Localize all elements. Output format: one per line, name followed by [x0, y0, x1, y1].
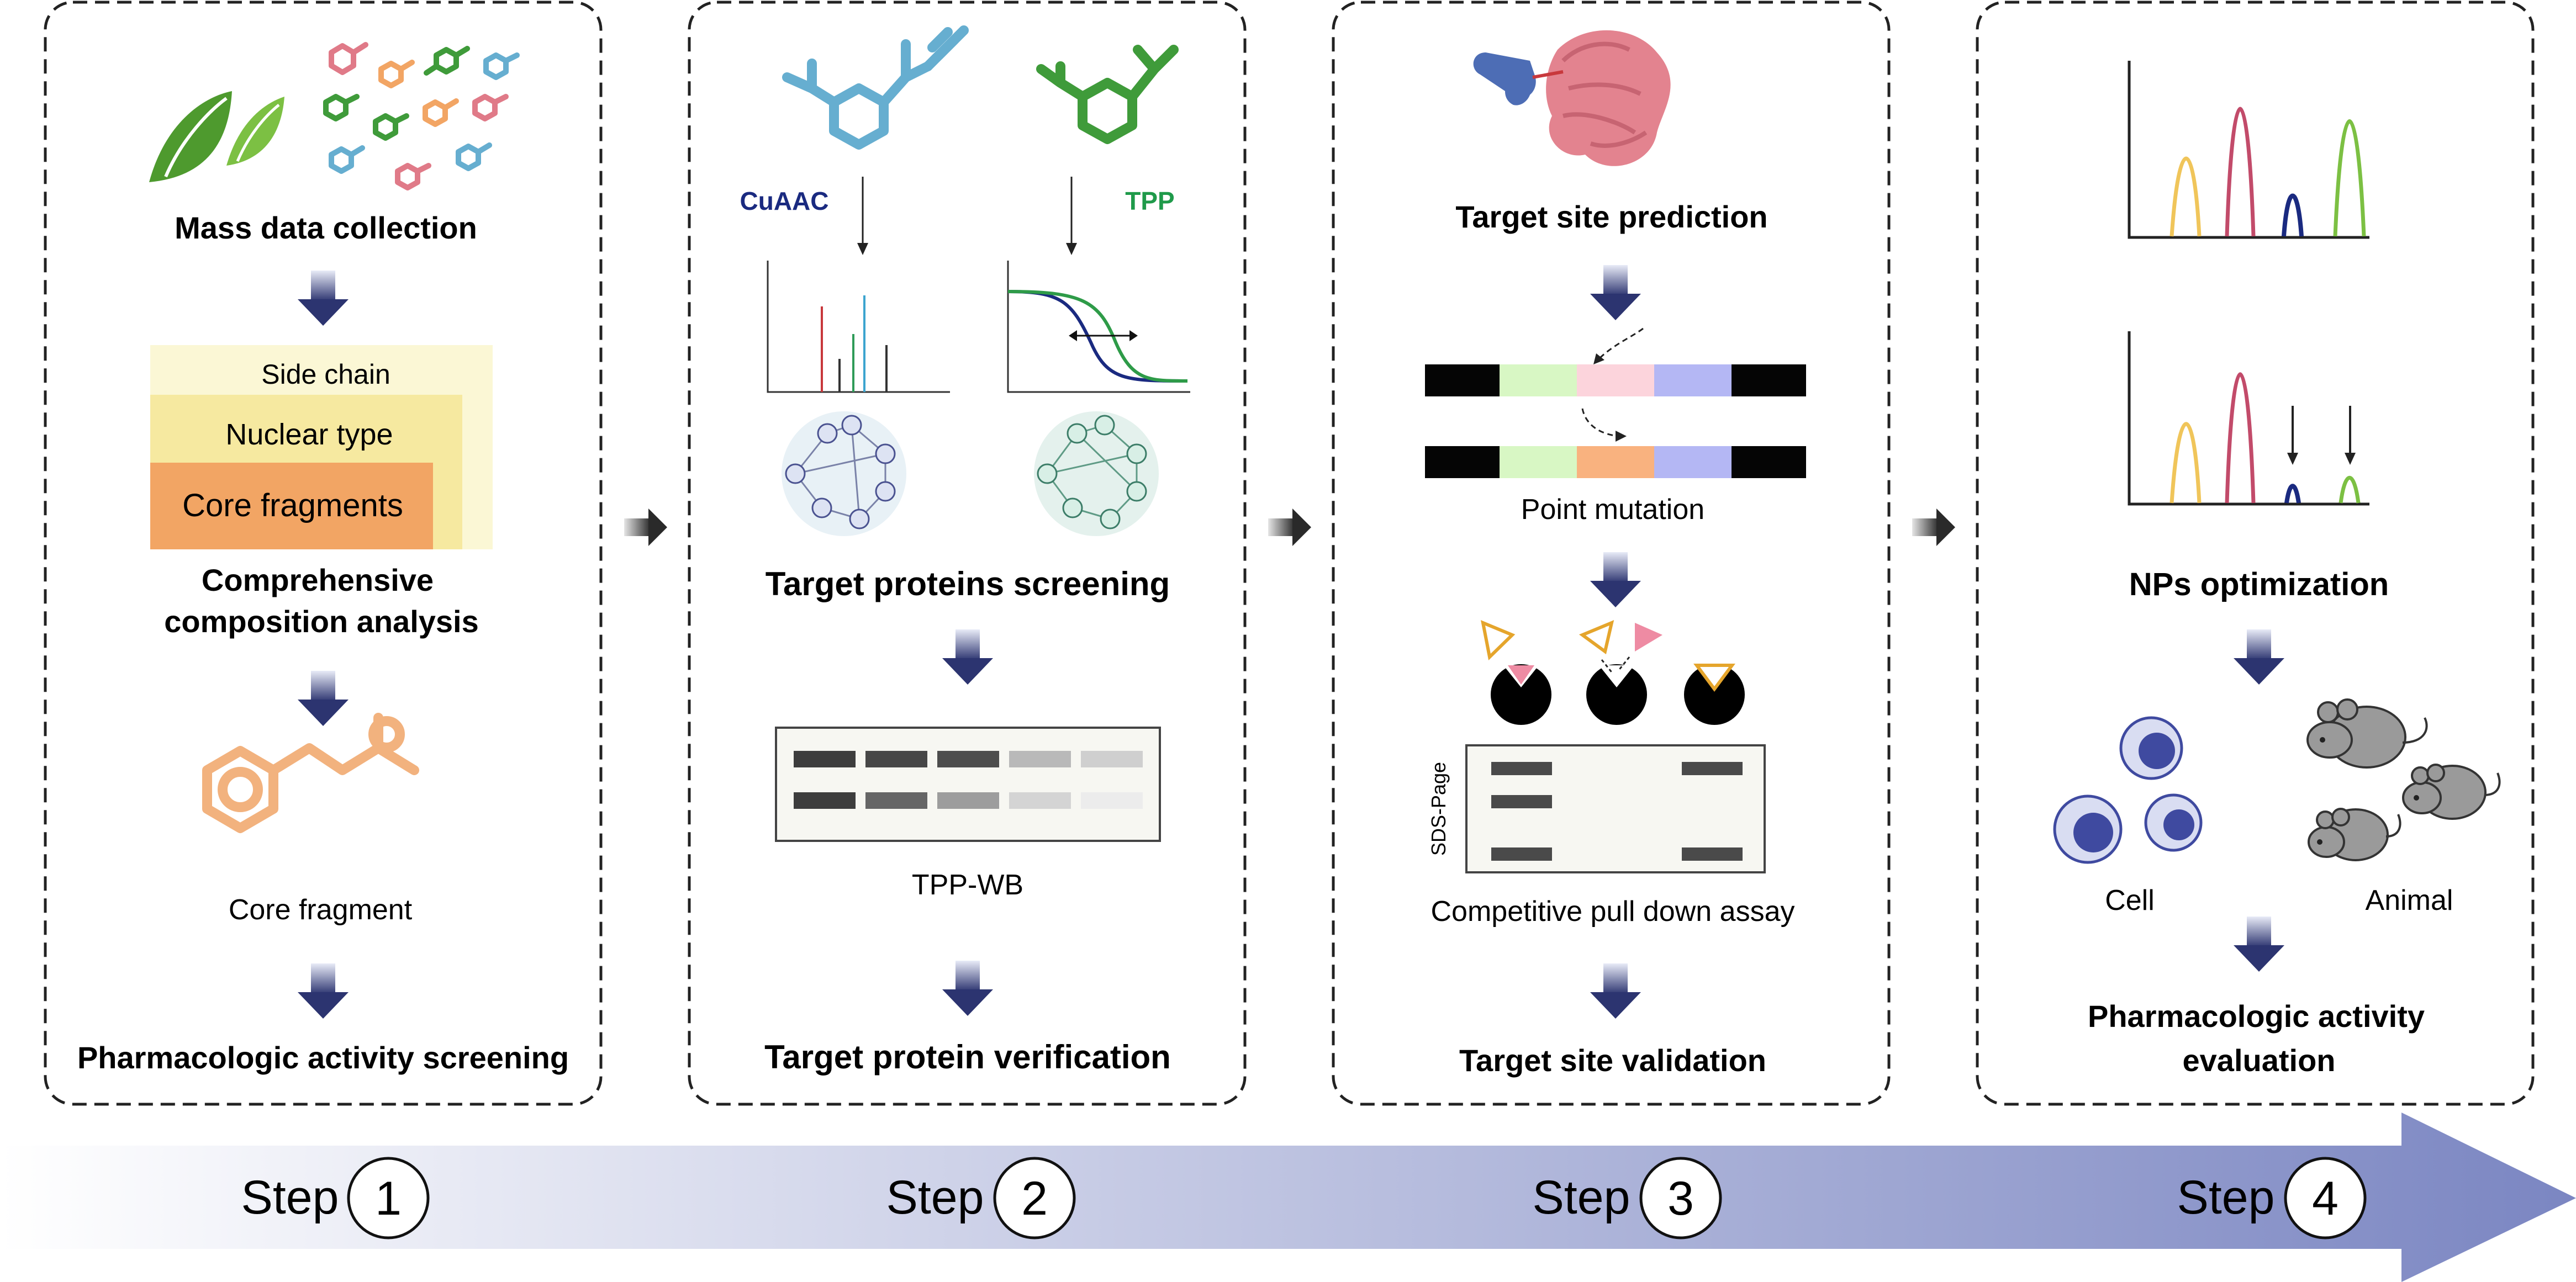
- step-3-number-circle: [1639, 1157, 1722, 1239]
- composition-layers: Side chain Nuclear type Core fragments: [150, 345, 493, 549]
- pull-down-assay-label: Competitive pull down assay: [1431, 896, 1795, 928]
- panel-connector-arrow: [1268, 508, 1311, 546]
- panel-frames: [44, 1, 2535, 1106]
- protein-network-blue: [782, 411, 906, 536]
- mutation-arrow-bottom: [1581, 408, 1619, 437]
- comprehensive-title-line2: composition analysis: [164, 604, 479, 639]
- nuclear-type-label: Nuclear type: [225, 418, 393, 451]
- target-proteins-screening-title: Target proteins screening: [766, 565, 1170, 602]
- sequence-bar-wildtype: [1425, 364, 1806, 396]
- target-site-prediction-title: Target site prediction: [1455, 199, 1767, 234]
- panel-3-frame: [1332, 1, 1891, 1106]
- animal-label: Animal: [2366, 884, 2453, 917]
- step-4-number-circle: [2284, 1157, 2367, 1239]
- down-arrow: [2234, 629, 2284, 685]
- tpp-arrow-head: [1066, 243, 1077, 255]
- comprehensive-title-line1: Comprehensive: [202, 563, 434, 597]
- nps-optimization-title: NPs optimization: [2129, 566, 2389, 602]
- step-1: Step 1: [241, 1157, 430, 1239]
- sequence-bar-mutant: [1425, 446, 1806, 478]
- down-arrow: [1590, 265, 1641, 320]
- down-arrow: [1590, 552, 1641, 607]
- side-chain-label: Side chain: [261, 359, 390, 390]
- panel-4: NPs optimization: [2053, 61, 2501, 1078]
- point-mutation-label: Point mutation: [1521, 494, 1704, 526]
- panel-2: CuAAC TPP: [740, 25, 1190, 1076]
- step-4: Step 4: [2177, 1157, 2367, 1239]
- panel-1-frame: [44, 1, 603, 1106]
- step-1-word: Step: [241, 1171, 339, 1224]
- step-1-number-circle: [347, 1157, 430, 1239]
- chromatogram-after: [2128, 331, 2369, 506]
- target-protein-verification-title: Target protein verification: [764, 1039, 1171, 1076]
- panel-connector-arrow: [624, 508, 667, 546]
- step-2: Step 2: [886, 1157, 1076, 1239]
- panel-3: Target site prediction Point mutation: [1425, 30, 1806, 1078]
- western-blot: [775, 727, 1161, 842]
- animal-mouse-icons: [2306, 698, 2501, 861]
- cuaac-arrow-head: [857, 243, 868, 255]
- leaf-icon: [149, 91, 284, 182]
- chromatogram-before: [2128, 61, 2369, 239]
- protein-network-green: [1034, 411, 1159, 536]
- step-band-arrow: [0, 1113, 2576, 1282]
- sds-page-label: SDS-Page: [1427, 762, 1450, 856]
- molecules-icon: [323, 42, 520, 190]
- down-arrow: [2234, 917, 2284, 972]
- down-arrow: [942, 961, 993, 1016]
- sds-page-gel: [1465, 744, 1766, 873]
- core-fragments-layer: [150, 463, 433, 549]
- cuaac-label: CuAAC: [740, 187, 829, 215]
- mutation-arrowhead-bottom: [1616, 431, 1627, 442]
- down-arrow: [942, 629, 993, 685]
- mutation-arrow-top: [1598, 327, 1644, 360]
- mass-spec-chart: [767, 261, 950, 393]
- pharmacologic-evaluation-title-line1: Pharmacologic activity: [2088, 999, 2425, 1034]
- step-3: Step 3: [1533, 1157, 1722, 1239]
- step-4-number: 4: [2312, 1172, 2339, 1225]
- core-fragments-label: Core fragments: [182, 488, 403, 523]
- cell-label: Cell: [2105, 884, 2155, 917]
- panel-1: Mass data collection Side chain Nuclear …: [77, 42, 569, 1075]
- step-3-word: Step: [1533, 1171, 1630, 1224]
- binding-pocket-icons: [1480, 619, 1745, 725]
- pharmacologic-screening-title: Pharmacologic activity screening: [77, 1040, 569, 1075]
- step-band: Step 1 Step 2 Step 3 Step 4: [0, 1113, 2576, 1282]
- down-arrow: [298, 671, 349, 726]
- step-2-number: 2: [1021, 1172, 1048, 1225]
- panel-2-frame: [688, 1, 1247, 1106]
- mutation-arrowhead-top: [1593, 353, 1604, 364]
- tpp-label: TPP: [1125, 187, 1174, 215]
- panel-connector-arrow: [1912, 508, 1955, 546]
- protein-structure-icon: [1473, 30, 1671, 166]
- probe-molecule-icon: [782, 25, 969, 150]
- core-fragment-structure-icon: [202, 713, 419, 833]
- step-2-number-circle: [993, 1157, 1076, 1239]
- tpp-wb-label: TPP-WB: [912, 869, 1023, 901]
- down-arrow: [1590, 963, 1641, 1019]
- core-fragment-label: Core fragment: [229, 894, 413, 926]
- pharmacologic-evaluation-title-line2: evaluation: [2183, 1043, 2336, 1078]
- step-4-word: Step: [2177, 1171, 2275, 1224]
- panel-4-frame: [1976, 1, 2535, 1106]
- down-arrow: [298, 271, 349, 326]
- target-site-validation-title: Target site validation: [1459, 1043, 1766, 1078]
- step-3-number: 3: [1667, 1172, 1694, 1225]
- cell-icons: [2053, 716, 2203, 864]
- tpp-molecule-icon: [1036, 45, 1179, 144]
- step-1-number: 1: [375, 1172, 402, 1225]
- step-2-word: Step: [886, 1171, 984, 1224]
- down-arrow: [298, 963, 349, 1019]
- mass-data-collection-title: Mass data collection: [175, 210, 477, 245]
- melting-curve-chart: [1007, 261, 1190, 393]
